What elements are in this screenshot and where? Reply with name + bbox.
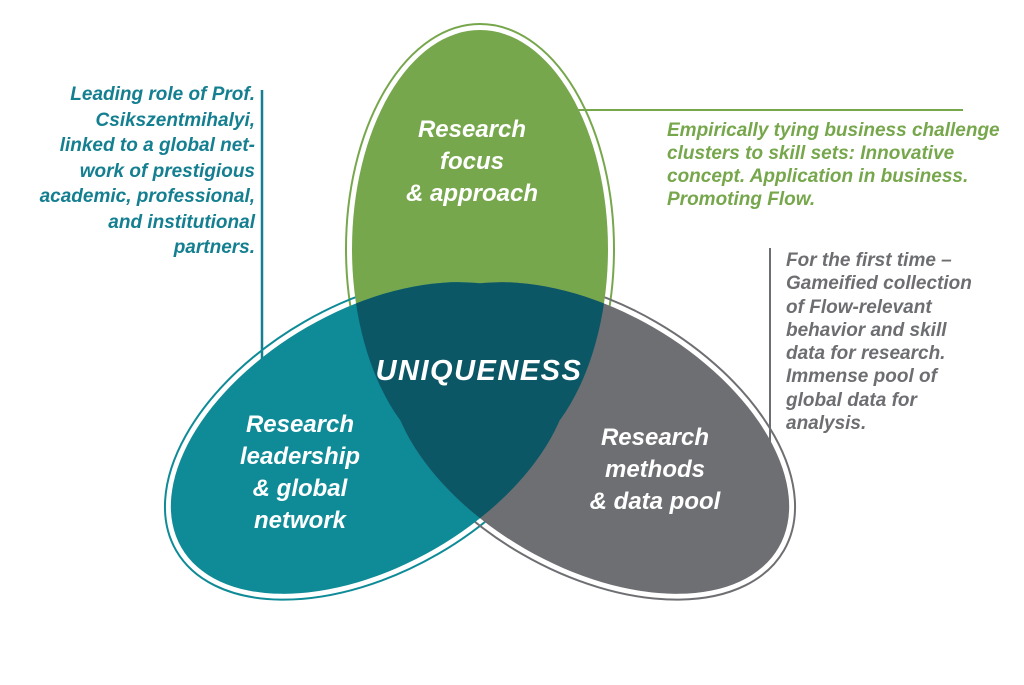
leadership-annotation: Leading role of Prof. Csikszentmihalyi, …: [39, 84, 255, 258]
methods-annotation: For the first time – Gameified collectio…: [786, 250, 972, 435]
petal-methods-label: Research methods & data pool: [589, 424, 721, 515]
petal-focus-label: Research focus & approach: [405, 116, 539, 207]
petal-leadership-label: Research leadership & global network: [239, 411, 361, 534]
focus-annotation: Empirically tying business challenge clu…: [667, 120, 1000, 210]
center-uniqueness-label: UNIQUENESS: [375, 355, 583, 387]
